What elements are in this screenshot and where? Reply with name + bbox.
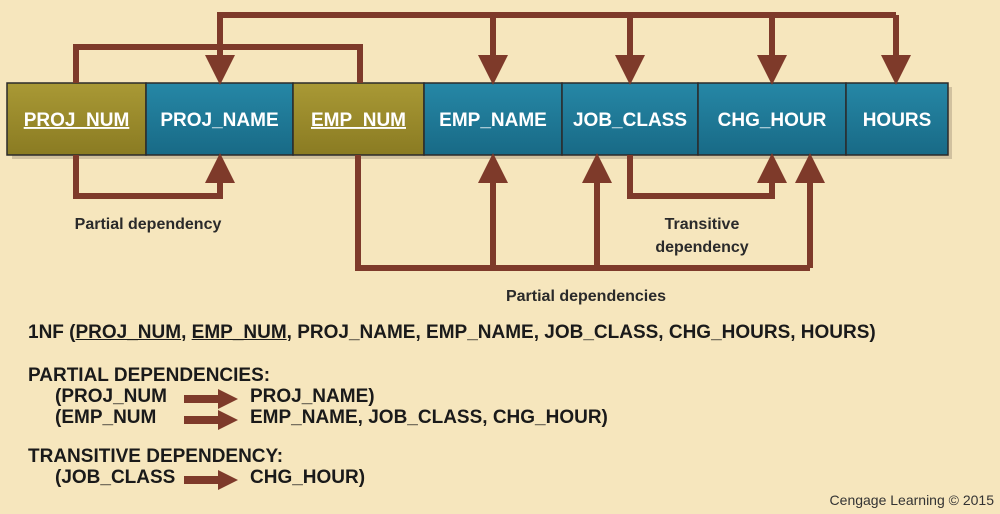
transitive1-right: CHG_HOUR): [250, 467, 366, 488]
nf-summary: 1NF (PROJ_NUM, EMP_NUM, PROJ_NAME, EMP_N…: [28, 322, 876, 344]
arrow-partial-emp-num-base: [355, 155, 810, 271]
nf-rest: , PROJ_NAME, EMP_NAME, JOB_CLASS, CHG_HO…: [286, 322, 876, 343]
cell-proj-name-label: PROJ_NAME: [160, 110, 278, 131]
copyright-text: Cengage Learning © 2015: [829, 492, 994, 508]
partial1-left: (PROJ_NUM: [55, 386, 167, 407]
cell-emp-num-label: EMP_NUM: [311, 110, 406, 131]
cell-emp-num: EMP_NUM: [292, 82, 425, 156]
arrow-transitive-job-class-to-chg-hour: [627, 153, 787, 199]
nf-key-proj-num: PROJ_NUM: [75, 322, 182, 343]
transitive1-left: (JOB_CLASS: [55, 467, 176, 488]
label-transitive-line1: Transitive: [665, 216, 740, 233]
cell-job-class: JOB_CLASS: [561, 82, 699, 156]
cell-proj-name: PROJ_NAME: [145, 82, 294, 156]
cell-chg-hour: CHG_HOUR: [697, 82, 847, 156]
label-transitive-line2: dependency: [655, 239, 748, 256]
right-arrow-icon: [184, 389, 238, 409]
cell-emp-name-label: EMP_NAME: [439, 110, 547, 131]
cell-chg-hour-label: CHG_HOUR: [718, 110, 827, 131]
right-arrow-icon: [184, 410, 238, 430]
nf-sep: ,: [181, 322, 192, 343]
dependency-diagram: PROJ_NUM PROJ_NAME EMP_NUM EMP_NAME JOB_…: [6, 12, 952, 305]
transitive-heading: TRANSITIVE DEPENDENCY:: [28, 446, 284, 467]
cell-hours: HOURS: [845, 82, 949, 156]
cell-job-class-label: JOB_CLASS: [573, 110, 687, 131]
partial1-right: PROJ_NAME): [250, 386, 375, 407]
cell-emp-name: EMP_NAME: [423, 82, 563, 156]
label-partial-dependencies: Partial dependencies: [506, 288, 666, 305]
label-partial-dependency: Partial dependency: [75, 216, 222, 233]
nf-prefix: 1NF (: [28, 322, 76, 343]
cell-proj-num-label: PROJ_NUM: [24, 110, 130, 131]
partial-heading: PARTIAL DEPENDENCIES:: [28, 365, 271, 386]
arrow-top-bracket: [217, 12, 896, 47]
cell-hours-label: HOURS: [863, 110, 932, 131]
partial2-right: EMP_NAME, JOB_CLASS, CHG_HOUR): [250, 407, 608, 428]
partial2-left: (EMP_NUM: [55, 407, 157, 428]
right-arrow-icon: [184, 470, 238, 490]
cell-proj-num: PROJ_NUM: [6, 82, 147, 156]
attribute-bar: PROJ_NUM PROJ_NAME EMP_NUM EMP_NAME JOB_…: [6, 82, 949, 156]
nf-key-emp-num: EMP_NUM: [191, 322, 287, 343]
arrow-partial-proj-num-to-proj-name: [73, 153, 235, 199]
